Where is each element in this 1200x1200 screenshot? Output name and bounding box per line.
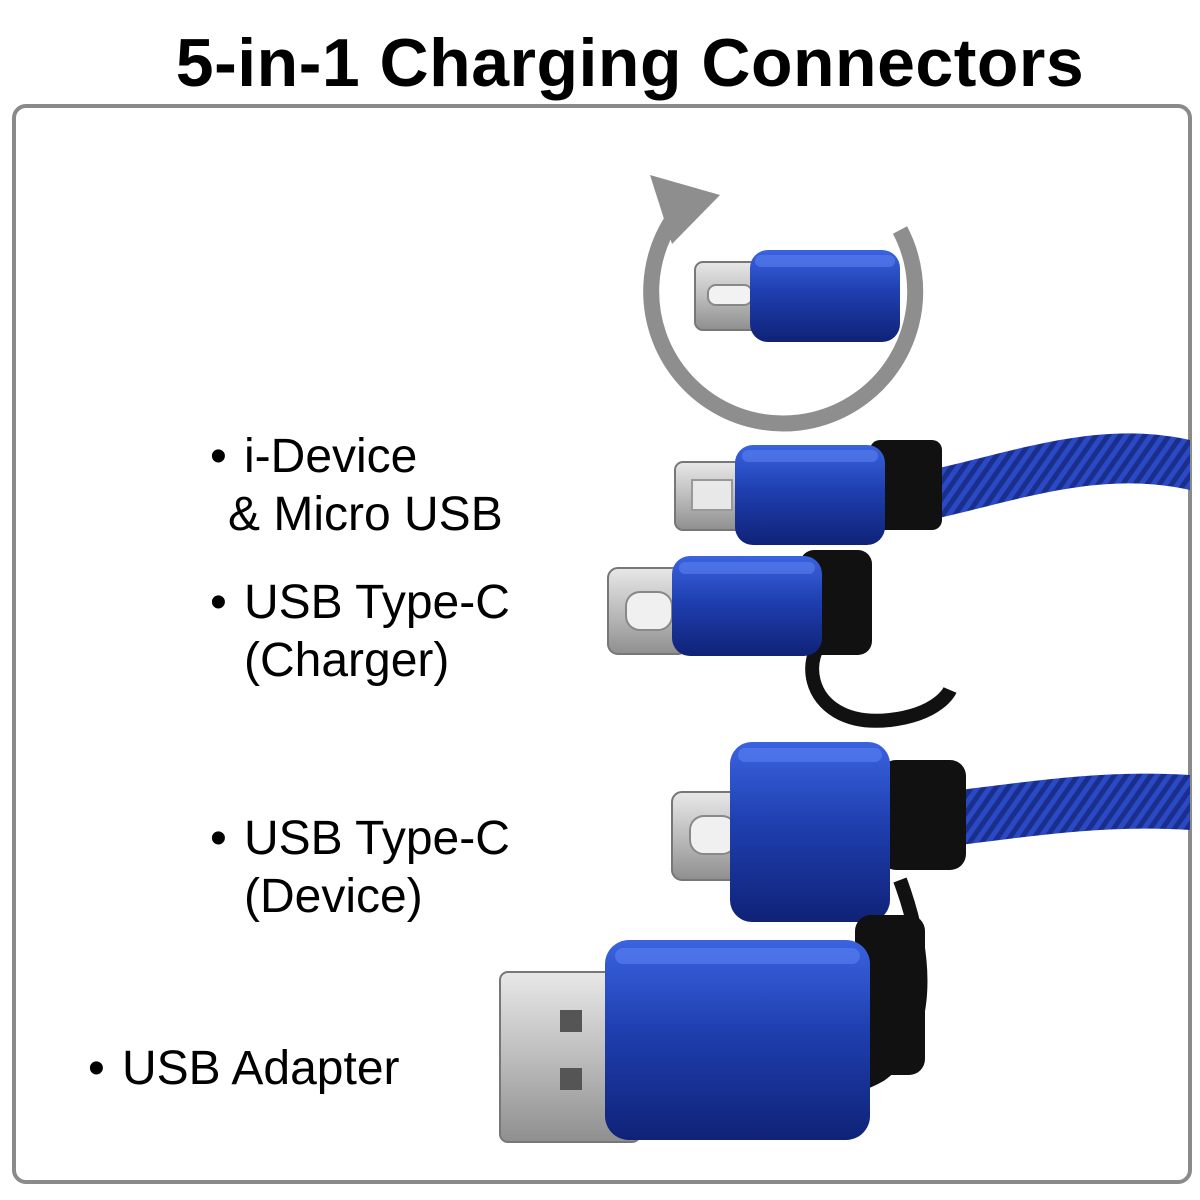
usb-a-adapter-icon: [499, 877, 928, 1143]
rotate-counterclockwise-icon: [643, 175, 924, 432]
label-line: USB Type-C: [244, 576, 510, 629]
label-line: & Micro USB: [228, 488, 503, 541]
micro-usb-connector-icon: [674, 440, 942, 545]
label-usb-adapter: • USB Adapter: [88, 1040, 400, 1098]
bullet: •: [88, 1042, 105, 1095]
label-line: i-Device: [244, 430, 418, 483]
upper-cable: [930, 433, 1190, 520]
label-typec-charger: • USB Type-C (Charger): [210, 574, 510, 690]
label-line: USB Adapter: [122, 1042, 400, 1095]
page-title: 5-in-1 Charging Connectors: [175, 25, 1085, 101]
lower-cable: [960, 773, 1190, 845]
typec-reversible-connector-icon: [694, 250, 900, 342]
label-idevice-micro-usb: • i-Device & Micro USB: [210, 428, 503, 544]
bullet: •: [210, 812, 227, 865]
bullet: •: [210, 576, 227, 629]
label-line: (Device): [244, 870, 423, 923]
label-typec-device: • USB Type-C (Device): [210, 810, 510, 926]
label-line: (Charger): [244, 634, 450, 687]
typec-charger-connector-icon: [607, 550, 957, 728]
bullet: •: [210, 430, 227, 483]
typec-device-connector-icon: [671, 742, 966, 922]
label-line: USB Type-C: [244, 812, 510, 865]
